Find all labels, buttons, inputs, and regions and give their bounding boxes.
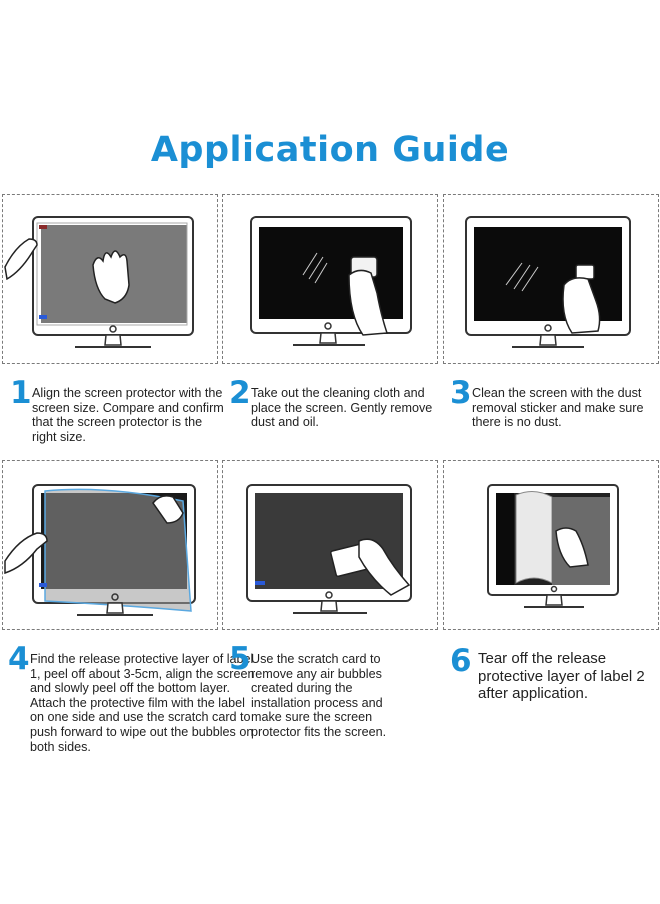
step-1-illustration <box>2 194 218 364</box>
hand-icon <box>152 495 184 524</box>
dust-sticker <box>575 264 595 280</box>
step-text: Align the screen protector with the scre… <box>32 386 224 444</box>
step-2-illustration <box>222 194 438 364</box>
step-number: 2 <box>229 375 251 411</box>
monitor-stand <box>104 334 122 346</box>
step-number: 3 <box>450 375 472 411</box>
step-text: Tear off the release protective layer of… <box>478 650 645 702</box>
step-5-illustration <box>222 460 438 630</box>
label-tab <box>39 225 47 229</box>
step-number: 1 <box>10 375 32 411</box>
step-4-illustration <box>2 460 218 630</box>
page-title: Application Guide <box>150 130 510 170</box>
step-number: 6 <box>450 643 472 679</box>
step-6-illustration <box>443 460 659 630</box>
step-text: Clean the screen with the dust removal s… <box>472 386 644 430</box>
step-text: Use the scratch card to remove any air b… <box>251 652 387 739</box>
hand-icon <box>4 238 38 281</box>
monitor-screen <box>474 227 622 321</box>
label-tab <box>39 315 47 319</box>
step-number: 4 <box>8 641 30 677</box>
step-text: Find the release protective layer of lab… <box>30 652 255 754</box>
screen-protector <box>36 222 188 326</box>
hand-icon <box>92 250 130 304</box>
power-button <box>109 325 117 333</box>
hand-icon <box>555 527 589 568</box>
step-number: 5 <box>229 641 251 677</box>
hand-icon <box>348 269 389 336</box>
step-text: Take out the cleaning cloth and place th… <box>251 386 433 430</box>
hand-icon <box>358 538 411 596</box>
hand-icon <box>562 277 601 334</box>
release-layer <box>515 491 553 584</box>
protective-film <box>44 488 192 612</box>
monitor-screen <box>259 227 403 319</box>
hand-icon <box>4 532 48 575</box>
step-3-illustration <box>443 194 659 364</box>
